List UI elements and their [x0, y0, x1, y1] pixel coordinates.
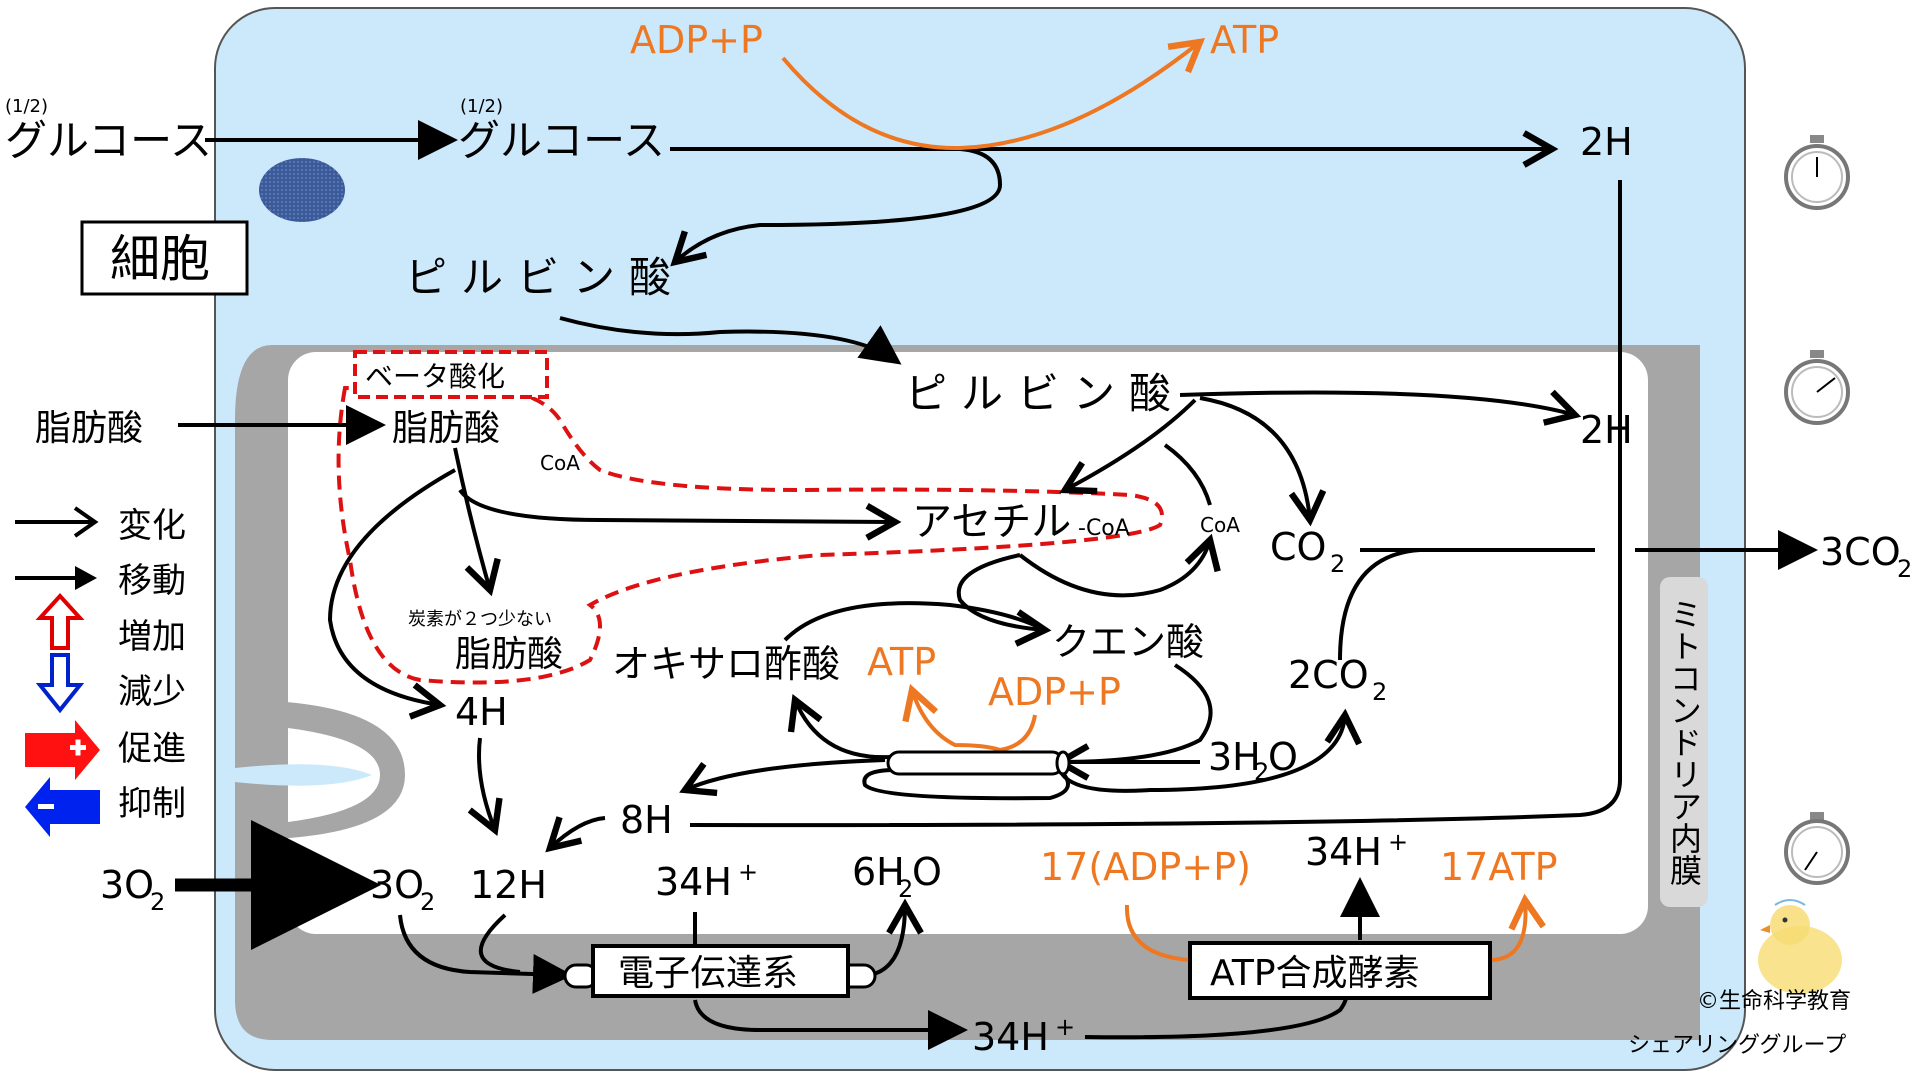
two-co2-subscript: 2: [1372, 678, 1387, 706]
legend-label-move: 移動: [118, 561, 186, 601]
nucleus: [259, 158, 345, 222]
inhibit-arrow-icon: [25, 777, 100, 837]
fatty-acid-mitochondria: 脂肪酸: [392, 408, 500, 449]
two-co2-label: 2CO: [1288, 653, 1369, 697]
etc-label: 電子伝達系: [618, 953, 798, 994]
glucose-outside: グルコース: [5, 116, 212, 165]
pyruvate-mitochondria: ピルビン酸: [905, 369, 1185, 418]
legend-label-decrease: 減少: [118, 672, 186, 712]
h34-plus-right-sup: +: [1388, 828, 1408, 856]
chick-illustration: [1758, 899, 1842, 994]
promote-arrow-icon: [25, 720, 100, 780]
atp-top: ATP: [1210, 18, 1279, 62]
glucose-fraction-inside: (1/2): [460, 96, 503, 117]
coa-fatty: CoA: [540, 451, 580, 475]
three-co2-label: 3CO: [1820, 530, 1901, 574]
three-o2-inside-sub: 2: [420, 888, 435, 916]
filled-arrow-icon: [15, 566, 97, 590]
etc-box: [591, 944, 850, 998]
six-h2o-o: O: [912, 850, 942, 894]
short-fatty-acid: 脂肪酸: [455, 634, 563, 675]
glucose-fraction-outside: (1/2): [5, 96, 48, 117]
two-h-mitochondria: 2H: [1580, 408, 1633, 452]
coa-right: CoA: [1200, 513, 1240, 537]
short-fatty-note: 炭素が２つ少ない: [408, 609, 552, 630]
co2-label: CO: [1270, 525, 1326, 569]
seventeen-atp: 17ATP: [1440, 845, 1558, 889]
beta-oxidation-label: ベータ酸化: [365, 360, 505, 393]
acetyl-coa-label: アセチル: [912, 499, 1071, 545]
legend-label-promote: 促進: [118, 729, 186, 769]
h34-plus-bottom: 34H: [972, 1015, 1049, 1059]
tca-tube: [886, 750, 1065, 776]
open-arrow-icon: [15, 506, 99, 538]
three-h2o-o: O: [1268, 735, 1298, 779]
legend-label-inhibit: 抑制: [118, 784, 186, 824]
copyright-line-1: ©生命科学教育: [1697, 989, 1851, 1014]
stopwatch-icon: [1784, 812, 1850, 885]
four-h-label: 4H: [455, 690, 508, 734]
oxaloacetate-label: オキサロ酢酸: [612, 642, 840, 686]
down-arrow-blue-icon: [35, 653, 85, 714]
citrate-label: クエン酸: [1052, 620, 1204, 664]
atp-synthase-box: [1188, 941, 1492, 1000]
two-h-cytoplasm: 2H: [1580, 120, 1633, 164]
three-o2-inside: 3O: [370, 863, 424, 907]
inner-membrane-label: ミトコンドリア内膜: [1665, 598, 1703, 886]
legend-label-increase: 増加: [118, 617, 186, 657]
six-h2o-subscript: 2: [898, 875, 913, 903]
seventeen-adp-p: 17(ADP+P): [1040, 845, 1251, 889]
three-h2o-label: 3H: [1208, 735, 1261, 779]
three-co2-subscript: 2: [1897, 555, 1912, 583]
atp-tca: ATP: [867, 640, 936, 684]
twelve-h-label: 12H: [470, 863, 547, 907]
stopwatch-icon: [1784, 135, 1850, 210]
atp-synthase-label: ATP合成酵素: [1210, 953, 1420, 994]
pyruvate-cytoplasm: ピルビン酸: [405, 253, 685, 302]
cell-label: 細胞: [110, 230, 210, 288]
h34-plus-bottom-sup: +: [1055, 1013, 1075, 1041]
six-h2o-label: 6H: [852, 850, 905, 894]
h34-plus-right: 34H: [1305, 830, 1382, 874]
glucose-inside: グルコース: [458, 116, 665, 165]
adp-p-top: ADP+P: [630, 18, 763, 62]
copyright-line-2: シェアリンググループ: [1628, 1033, 1846, 1058]
three-o2-outside: 3O: [100, 863, 154, 907]
adp-p-tca: ADP+P: [988, 670, 1121, 714]
beta-oxidation-box: [353, 350, 549, 399]
h34-plus-left: 34H: [655, 860, 732, 904]
cell-label-box: [80, 220, 249, 296]
eight-h-label: 8H: [620, 798, 673, 842]
h34-plus-left-sup: +: [738, 858, 758, 886]
three-h2o-subscript: 2: [1254, 758, 1269, 786]
legend-label-change: 変化: [118, 506, 186, 546]
three-o2-outside-sub: 2: [150, 888, 165, 916]
up-arrow-red-icon: [35, 593, 85, 650]
fatty-acid-outside: 脂肪酸: [35, 408, 143, 449]
acetyl-coa-suffix: -CoA: [1078, 516, 1130, 541]
co2-subscript: 2: [1330, 550, 1345, 578]
inner-membrane-label-box: [1660, 577, 1708, 907]
beta-oxidation-loop: [336, 386, 1164, 685]
stopwatch-icon: [1784, 350, 1850, 425]
